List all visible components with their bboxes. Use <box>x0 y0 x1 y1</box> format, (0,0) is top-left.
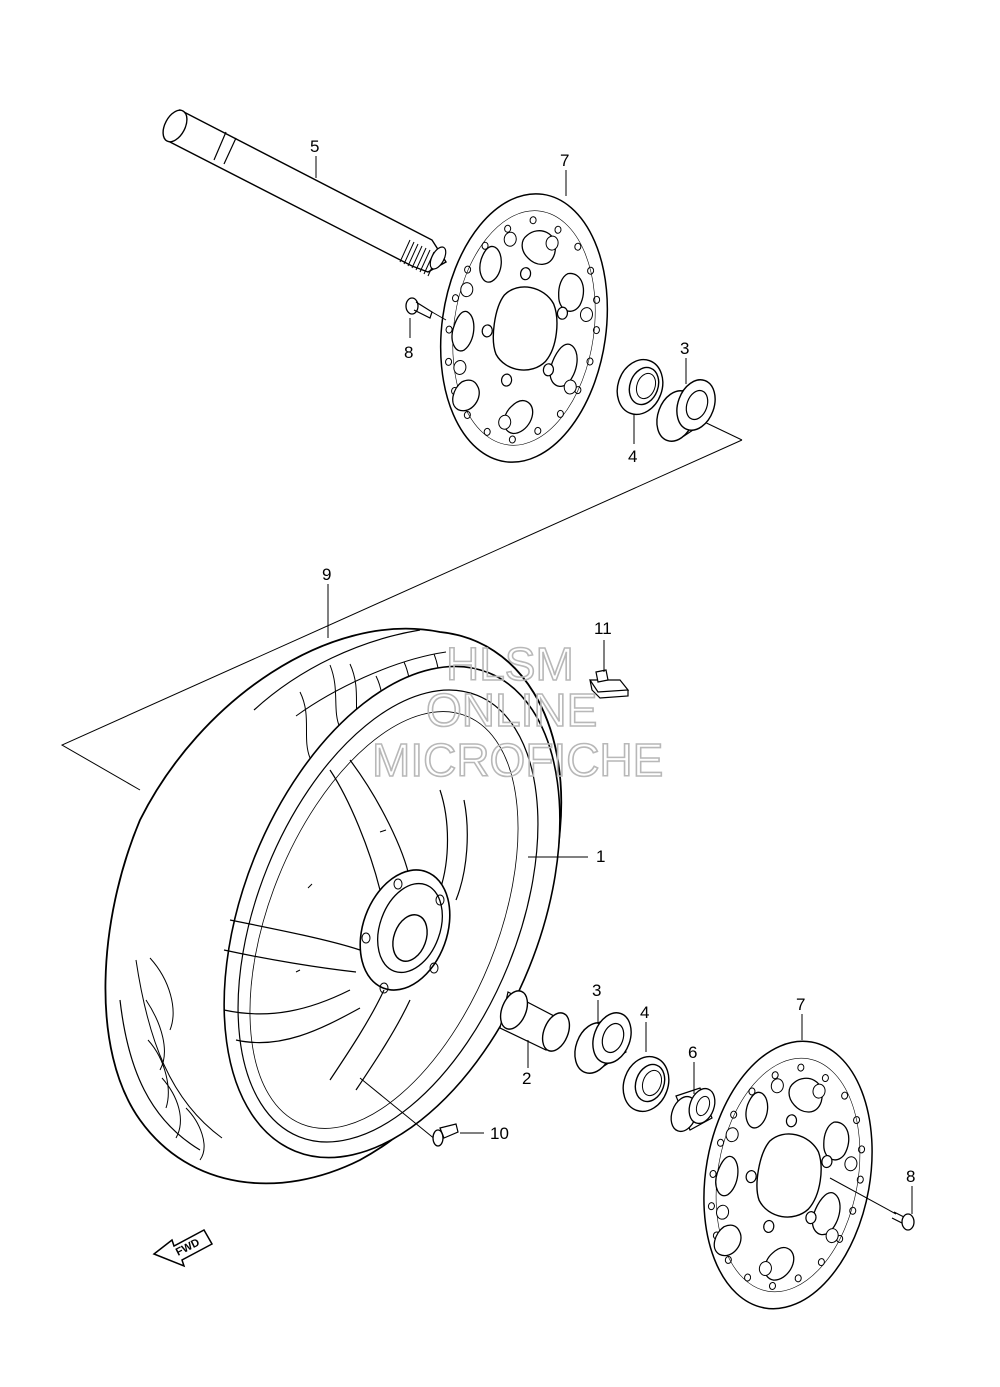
bearing-top <box>656 379 716 442</box>
fwd-arrow: FWD <box>152 1228 214 1268</box>
part-labels: 5 7 8 3 4 9 11 1 2 3 4 6 7 8 10 <box>310 137 915 1186</box>
label-disc-top: 7 <box>560 151 569 170</box>
label-spacer: 2 <box>522 1069 531 1088</box>
brake-disc-top <box>423 182 625 474</box>
balance-weight <box>588 669 630 699</box>
leader-lines <box>315 156 913 1214</box>
tire-valve <box>359 1077 459 1147</box>
label-bolt-bottom: 8 <box>906 1167 915 1186</box>
watermark-line1: HLSM <box>446 638 574 690</box>
label-disc-bottom: 7 <box>796 995 805 1014</box>
brake-disc-bottom <box>683 1027 893 1323</box>
label-seal-bottom: 4 <box>640 1003 649 1022</box>
oil-seal-bottom <box>622 1055 670 1113</box>
label-bearing-bottom: 3 <box>592 981 601 1000</box>
label-valve: 10 <box>490 1124 509 1143</box>
oil-seal-top <box>616 358 664 416</box>
bearing-bottom <box>574 1012 632 1074</box>
label-balance-weight: 11 <box>594 619 612 638</box>
disc-bolt-top <box>405 297 447 321</box>
label-bolt-top: 8 <box>404 343 413 362</box>
label-tire: 9 <box>322 565 331 584</box>
label-collar: 6 <box>688 1043 697 1062</box>
front-axle <box>162 108 447 277</box>
label-seal-top: 4 <box>628 447 637 466</box>
collar <box>670 1087 716 1133</box>
watermark: HLSM ONLINE MICROFICHE <box>371 637 664 787</box>
label-bearing-top: 3 <box>680 339 689 358</box>
wheel <box>223 759 468 1091</box>
spacer <box>499 990 571 1052</box>
watermark-line3: MICROFICHE <box>372 734 663 786</box>
watermark-line2: ONLINE <box>426 684 597 736</box>
label-axle: 5 <box>310 137 319 156</box>
label-wheel: 1 <box>596 847 605 866</box>
disc-bolt-bottom <box>829 1177 915 1231</box>
